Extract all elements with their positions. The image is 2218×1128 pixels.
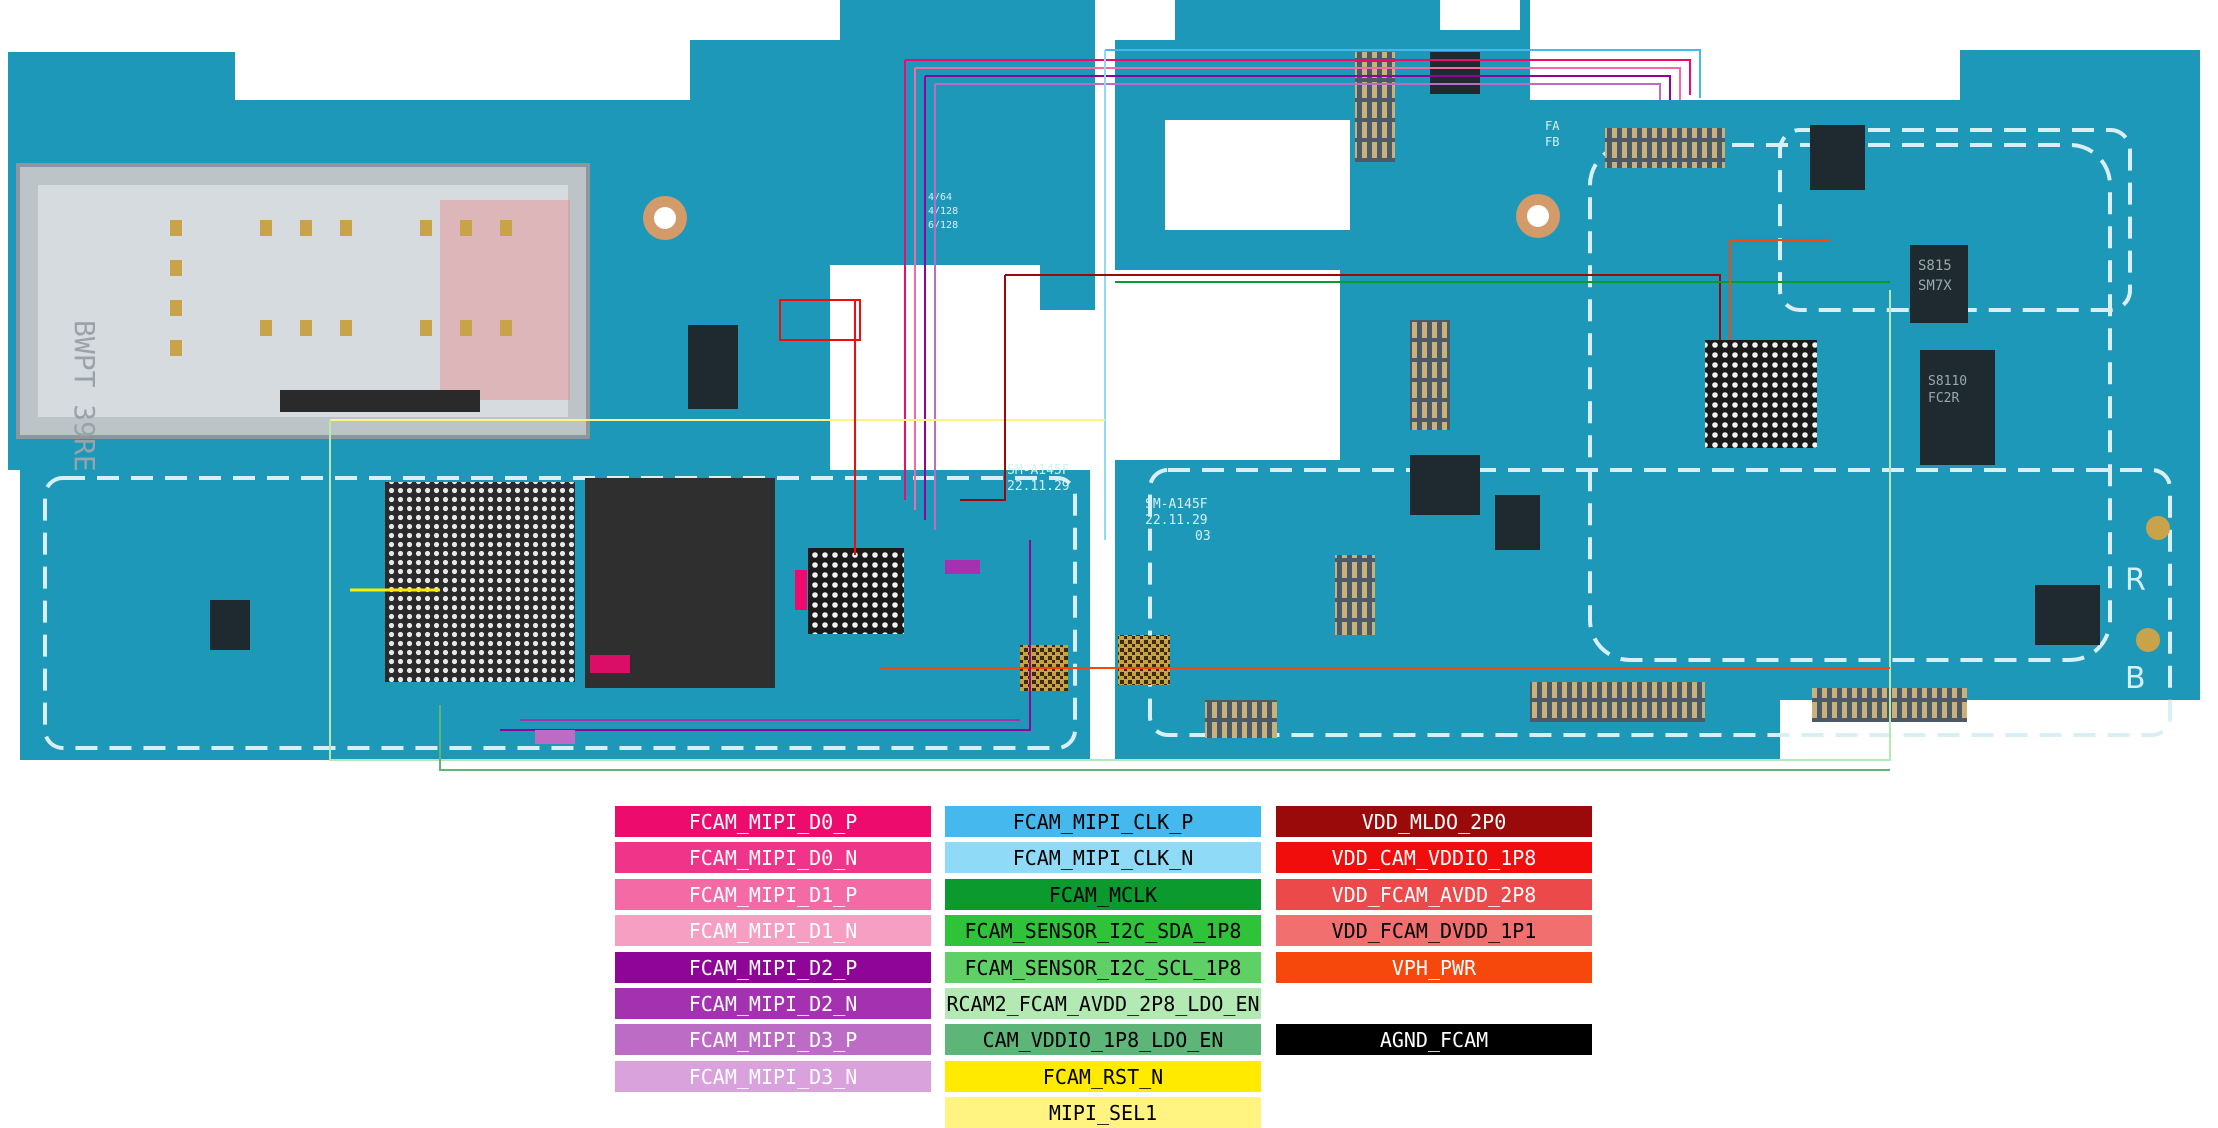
legend-item: FCAM_MIPI_D2_P	[615, 952, 931, 983]
board-date-right: 22.11.29	[1145, 513, 1208, 528]
legend-item: FCAM_MCLK	[945, 879, 1261, 910]
legend-item: FCAM_MIPI_D0_N	[615, 842, 931, 873]
legend-item: FCAM_SENSOR_I2C_SDA_1P8	[945, 915, 1261, 946]
fb-label: FB	[1545, 135, 1559, 149]
legend-item: RCAM2_FCAM_AVDD_2P8_LDO_EN	[945, 988, 1261, 1019]
soc-bga	[385, 482, 575, 682]
pcb-board-photo: BWPT 39RE S815 SM7X S8110 FC2R SM-A145F	[8, 0, 2200, 771]
legend-item: FCAM_MIPI_D0_P	[615, 806, 931, 837]
signal-traces	[329, 49, 1891, 771]
chip-text-1: S815	[1918, 258, 1952, 274]
camera-bga	[1705, 340, 1817, 448]
sim-tray-text: BWPT 39RE	[68, 320, 101, 472]
legend-item: VDD_FCAM_AVDD_2P8	[1276, 879, 1592, 910]
legend-item: CAM_VDDIO_1P8_LDO_EN	[945, 1024, 1261, 1055]
mark-b: B	[2125, 661, 2146, 696]
legend-item: VDD_FCAM_DVDD_1P1	[1276, 915, 1592, 946]
board-model-left: SM-A145F	[1007, 463, 1070, 478]
chip-text-3: S8110	[1928, 374, 1967, 389]
board-code-right: 03	[1195, 529, 1211, 544]
chip-text-4: FC2R	[1928, 391, 1959, 406]
legend-item: FCAM_MIPI_D2_N	[615, 988, 931, 1019]
pcb-left-tab	[1040, 40, 1090, 270]
legend-item: MIPI_SEL1	[945, 1097, 1261, 1128]
legend-item: AGND_FCAM	[1276, 1024, 1592, 1055]
sim-tray: BWPT 39RE	[16, 163, 590, 472]
board-connectors	[1205, 52, 1967, 738]
legend-item: VDD_MLDO_2P0	[1276, 806, 1592, 837]
memory-chip	[585, 478, 775, 688]
variant-label-2: 4/128	[928, 206, 958, 217]
legend-item: FCAM_MIPI_CLK_P	[945, 806, 1261, 837]
qr-code-right	[1118, 635, 1170, 685]
variant-label-1: 4/64	[928, 192, 952, 203]
legend-item: FCAM_RST_N	[945, 1061, 1261, 1092]
variant-label-3: 6/128	[928, 220, 958, 231]
pmic-bga	[808, 548, 904, 634]
pcb-cutout-right	[1115, 270, 1340, 460]
pcb-right-half	[1115, 0, 2200, 760]
fa-label: FA	[1545, 119, 1560, 133]
legend-item: FCAM_MIPI_D1_N	[615, 915, 931, 946]
legend-item: FCAM_MIPI_CLK_N	[945, 842, 1261, 873]
mark-r: R	[2125, 563, 2146, 598]
chip-text-2: SM7X	[1918, 278, 1952, 294]
legend-item: VDD_CAM_VDDIO_1P8	[1276, 842, 1592, 873]
board-model-right: SM-A145F	[1145, 497, 1208, 512]
legend-item: FCAM_MIPI_D3_P	[615, 1024, 931, 1055]
board-date-left: 22.11.29	[1007, 479, 1070, 494]
legend-item: FCAM_MIPI_D3_N	[615, 1061, 931, 1092]
legend-item: FCAM_SENSOR_I2C_SCL_1P8	[945, 952, 1261, 983]
legend-item: FCAM_MIPI_D1_P	[615, 879, 931, 910]
legend-item: VPH_PWR	[1276, 952, 1592, 983]
highlighted-pads	[535, 560, 980, 744]
